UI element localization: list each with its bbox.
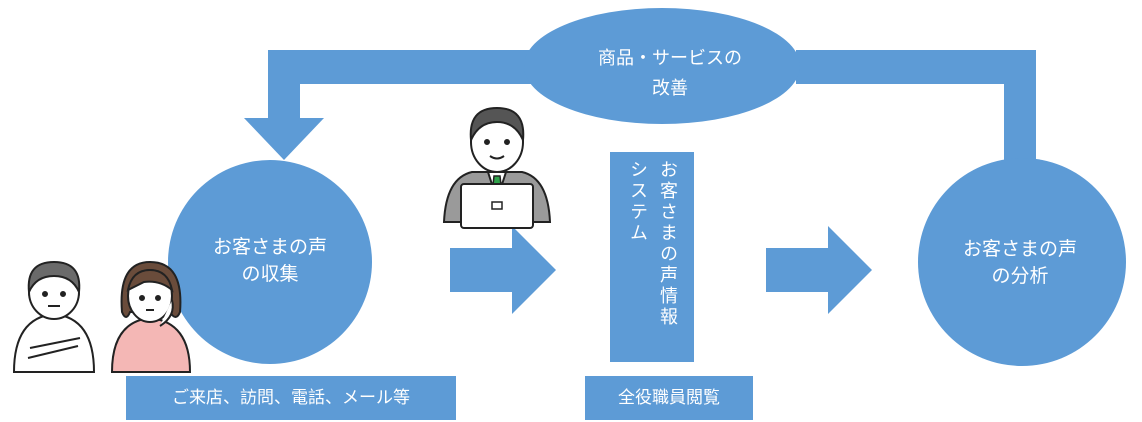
viewers-label: 全役職員閲覧 <box>585 376 753 420</box>
customer-man-icon <box>12 260 96 373</box>
collect-label-line-2: の収集 <box>241 263 299 285</box>
flow-arrow-2 <box>766 226 872 314</box>
analyze-label-line-1: お客さまの声 <box>962 238 1077 260</box>
improvement-label-line-1: 商品・サービスの <box>598 48 742 69</box>
channels-label: ご来店、訪問、電話、メール等 <box>126 376 456 420</box>
system-bar <box>610 152 694 362</box>
loop-band-left <box>268 50 558 84</box>
analyze-circle <box>918 158 1126 366</box>
loop-band-right <box>796 50 1036 84</box>
collect-label-line-1: お客さまの声 <box>212 236 327 258</box>
collect-label: お客さまの声 の収集 <box>190 234 350 288</box>
staff-laptop-icon <box>442 106 552 229</box>
analyze-label-line-2: の分析 <box>991 265 1049 287</box>
improvement-label: 商品・サービスの 改善 <box>560 44 780 104</box>
loop-band-left-down <box>268 50 300 120</box>
system-label: お客さまの声情報 システム <box>610 160 694 360</box>
system-label-col-1: お客さまの声情報 <box>657 160 678 328</box>
analyze-label: お客さまの声 の分析 <box>935 236 1105 290</box>
loop-arrowhead <box>244 118 324 160</box>
system-label-col-2: システム <box>627 160 648 244</box>
feedback-loop-arrow <box>244 8 1036 190</box>
collect-circle <box>168 160 372 364</box>
customer-woman-icon <box>110 260 192 373</box>
flow-arrow-1 <box>450 226 556 314</box>
improvement-label-line-2: 改善 <box>652 78 688 99</box>
improvement-ellipse <box>524 8 800 124</box>
